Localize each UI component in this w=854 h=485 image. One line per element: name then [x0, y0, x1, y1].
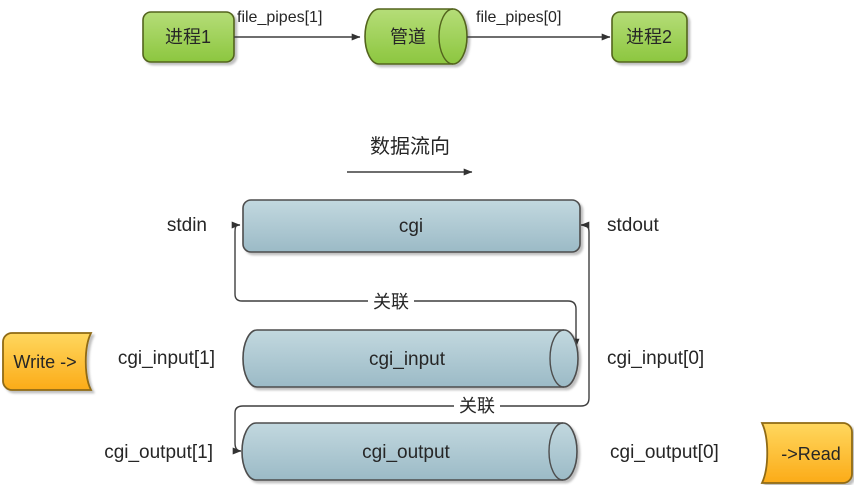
stdout-label: stdout — [607, 215, 659, 236]
cgi-output-1-label: cgi_output[1] — [104, 442, 213, 463]
data-flow-text: 数据流向 — [370, 135, 450, 158]
write-badge-label: Write -> — [13, 352, 76, 372]
data-flow-caption: 数据流向 — [347, 135, 473, 176]
cgi-output-label: cgi_output — [362, 442, 450, 463]
assoc1-label: 关联 — [373, 292, 409, 312]
cgi-label: cgi — [399, 216, 423, 237]
cgi-node — [242, 199, 581, 253]
cgi-input-pipe — [242, 329, 579, 388]
file-pipes-0-label: file_pipes[0] — [476, 9, 561, 26]
cgi-output-pipe — [241, 422, 578, 481]
stdin-label: stdin — [167, 215, 207, 236]
assoc2-label: 关联 — [459, 396, 495, 416]
connector-stdout-cgi-output — [232, 221, 590, 455]
assoc2-label-bg — [454, 395, 500, 416]
pipe-label: 管道 — [390, 27, 426, 47]
write-badge — [2, 332, 93, 391]
cgi-output-0-label: cgi_output[0] — [610, 442, 719, 463]
read-badge-label: ->Read — [781, 444, 841, 464]
read-badge — [760, 422, 853, 484]
process2-label: 进程2 — [626, 27, 672, 47]
pipe-inner-arc — [438, 8, 454, 65]
top-flow: 进程1 file_pipes[1] 管道 file_pipes[0] 进程2 — [142, 8, 688, 65]
cgi-input-0-label: cgi_input[0] — [607, 348, 704, 369]
cgi-output-inner-arc — [548, 422, 564, 481]
pipe-node — [364, 8, 468, 65]
file-pipes-1-label: file_pipes[1] — [237, 9, 322, 26]
cgi-input-label: cgi_input — [369, 349, 446, 370]
cgi-input-inner-arc — [549, 329, 565, 388]
process1-label: 进程1 — [165, 27, 211, 47]
assoc1-label-bg — [368, 291, 414, 312]
process2-node — [611, 11, 688, 63]
cgi-input-1-label: cgi_input[1] — [118, 348, 215, 369]
